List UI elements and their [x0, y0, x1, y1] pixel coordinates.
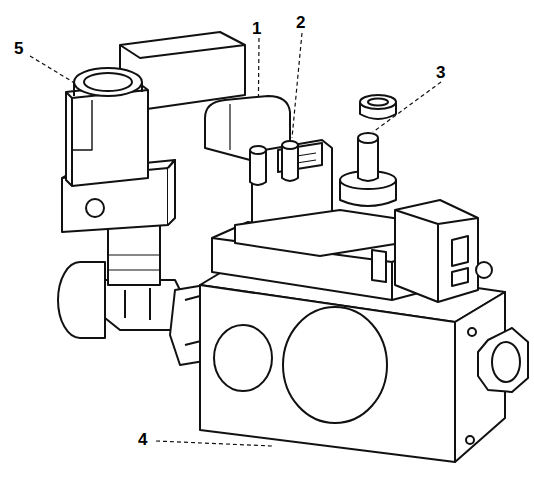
leader-lines [30, 33, 441, 446]
callout-number: 3 [436, 64, 445, 81]
callout-number: 2 [296, 14, 305, 31]
callout-number: 1 [252, 20, 261, 37]
callout-number: 5 [14, 40, 23, 57]
callout-number: 4 [138, 431, 147, 448]
